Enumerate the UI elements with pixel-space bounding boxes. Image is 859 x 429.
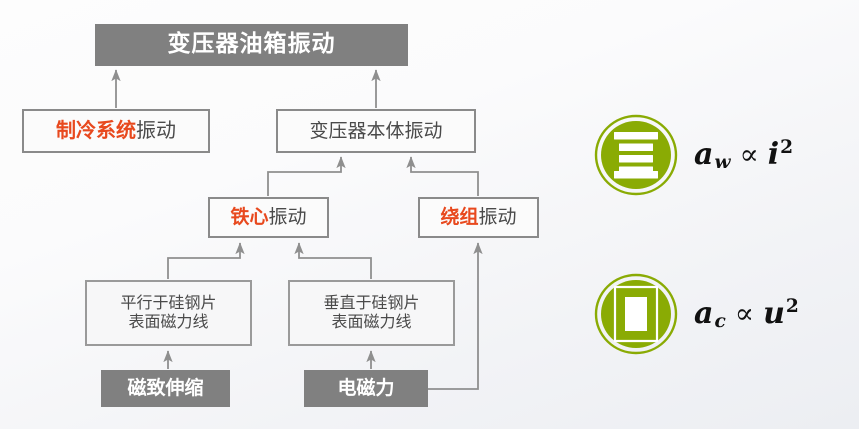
core-formula-relation: ∝ — [734, 296, 756, 330]
node-winding-highlight: 绕组 — [440, 206, 479, 229]
node-electromagnetic-force-label: 电磁力 — [337, 377, 395, 400]
transformer-core-icon — [594, 272, 678, 356]
core-symbol-group: ac ∝u2 — [594, 272, 800, 356]
node-core-vibration-label: 铁心振动 — [230, 206, 306, 228]
winding-formula-base: i — [767, 136, 781, 172]
connector-parallel-to-core — [167, 242, 245, 279]
connector-winding-to-body — [406, 156, 479, 196]
core-formula-quantity: a — [694, 295, 715, 331]
node-parallel-line-1: 平行于硅钢片 — [120, 293, 217, 313]
core-formula-exponent: 2 — [785, 296, 800, 318]
connector-perpendicular-to-core — [294, 242, 372, 279]
node-core-highlight: 铁心 — [230, 206, 269, 229]
node-parallel-flux-lines[interactable]: 平行于硅钢片 表面磁力线 — [85, 280, 252, 346]
winding-formula-quantity: a — [694, 136, 715, 172]
winding-formula-exponent: 2 — [780, 137, 795, 159]
node-winding-vibration[interactable]: 绕组振动 — [418, 197, 539, 238]
node-cooling-system-vibration-label: 制冷系统振动 — [56, 118, 176, 143]
node-magnetostriction-label: 磁致伸缩 — [127, 377, 204, 400]
node-perpendicular-flux-lines-label: 垂直于硅钢片 表面磁力线 — [323, 293, 420, 332]
transformer-winding-icon — [594, 113, 678, 197]
core-formula-subscript: c — [714, 311, 727, 333]
winding-formula-subscript: w — [714, 152, 732, 174]
node-tank-vibration[interactable]: 变压器油箱振动 — [95, 24, 408, 66]
winding-formula: aw ∝i2 — [694, 137, 794, 173]
node-cooling-rest: 振动 — [136, 118, 176, 143]
node-parallel-flux-lines-label: 平行于硅钢片 表面磁力线 — [120, 293, 217, 332]
node-transformer-body-vibration[interactable]: 变压器本体振动 — [276, 109, 476, 153]
node-cooling-system-vibration[interactable]: 制冷系统振动 — [22, 109, 210, 153]
node-parallel-line-2: 表面磁力线 — [128, 312, 209, 331]
node-perpendicular-line-2: 表面磁力线 — [331, 312, 412, 331]
node-tank-vibration-label: 变压器油箱振动 — [167, 31, 336, 58]
node-winding-vibration-label: 绕组振动 — [440, 206, 516, 228]
node-perpendicular-flux-lines[interactable]: 垂直于硅钢片 表面磁力线 — [288, 280, 455, 346]
node-electromagnetic-force[interactable]: 电磁力 — [304, 370, 428, 407]
node-core-vibration[interactable]: 铁心振动 — [208, 197, 329, 238]
core-formula: ac ∝u2 — [694, 296, 800, 332]
node-cooling-highlight: 制冷系统 — [56, 118, 136, 143]
node-perpendicular-line-1: 垂直于硅钢片 — [323, 293, 420, 313]
winding-symbol-group: aw ∝i2 — [594, 113, 794, 197]
winding-formula-relation: ∝ — [739, 137, 760, 171]
core-formula-base: u — [763, 295, 786, 331]
connector-core-to-body — [267, 156, 346, 196]
node-winding-rest: 振动 — [478, 206, 517, 229]
node-magnetostriction[interactable]: 磁致伸缩 — [101, 370, 230, 407]
node-transformer-body-vibration-label: 变压器本体振动 — [309, 119, 443, 142]
node-core-rest: 振动 — [268, 206, 307, 229]
